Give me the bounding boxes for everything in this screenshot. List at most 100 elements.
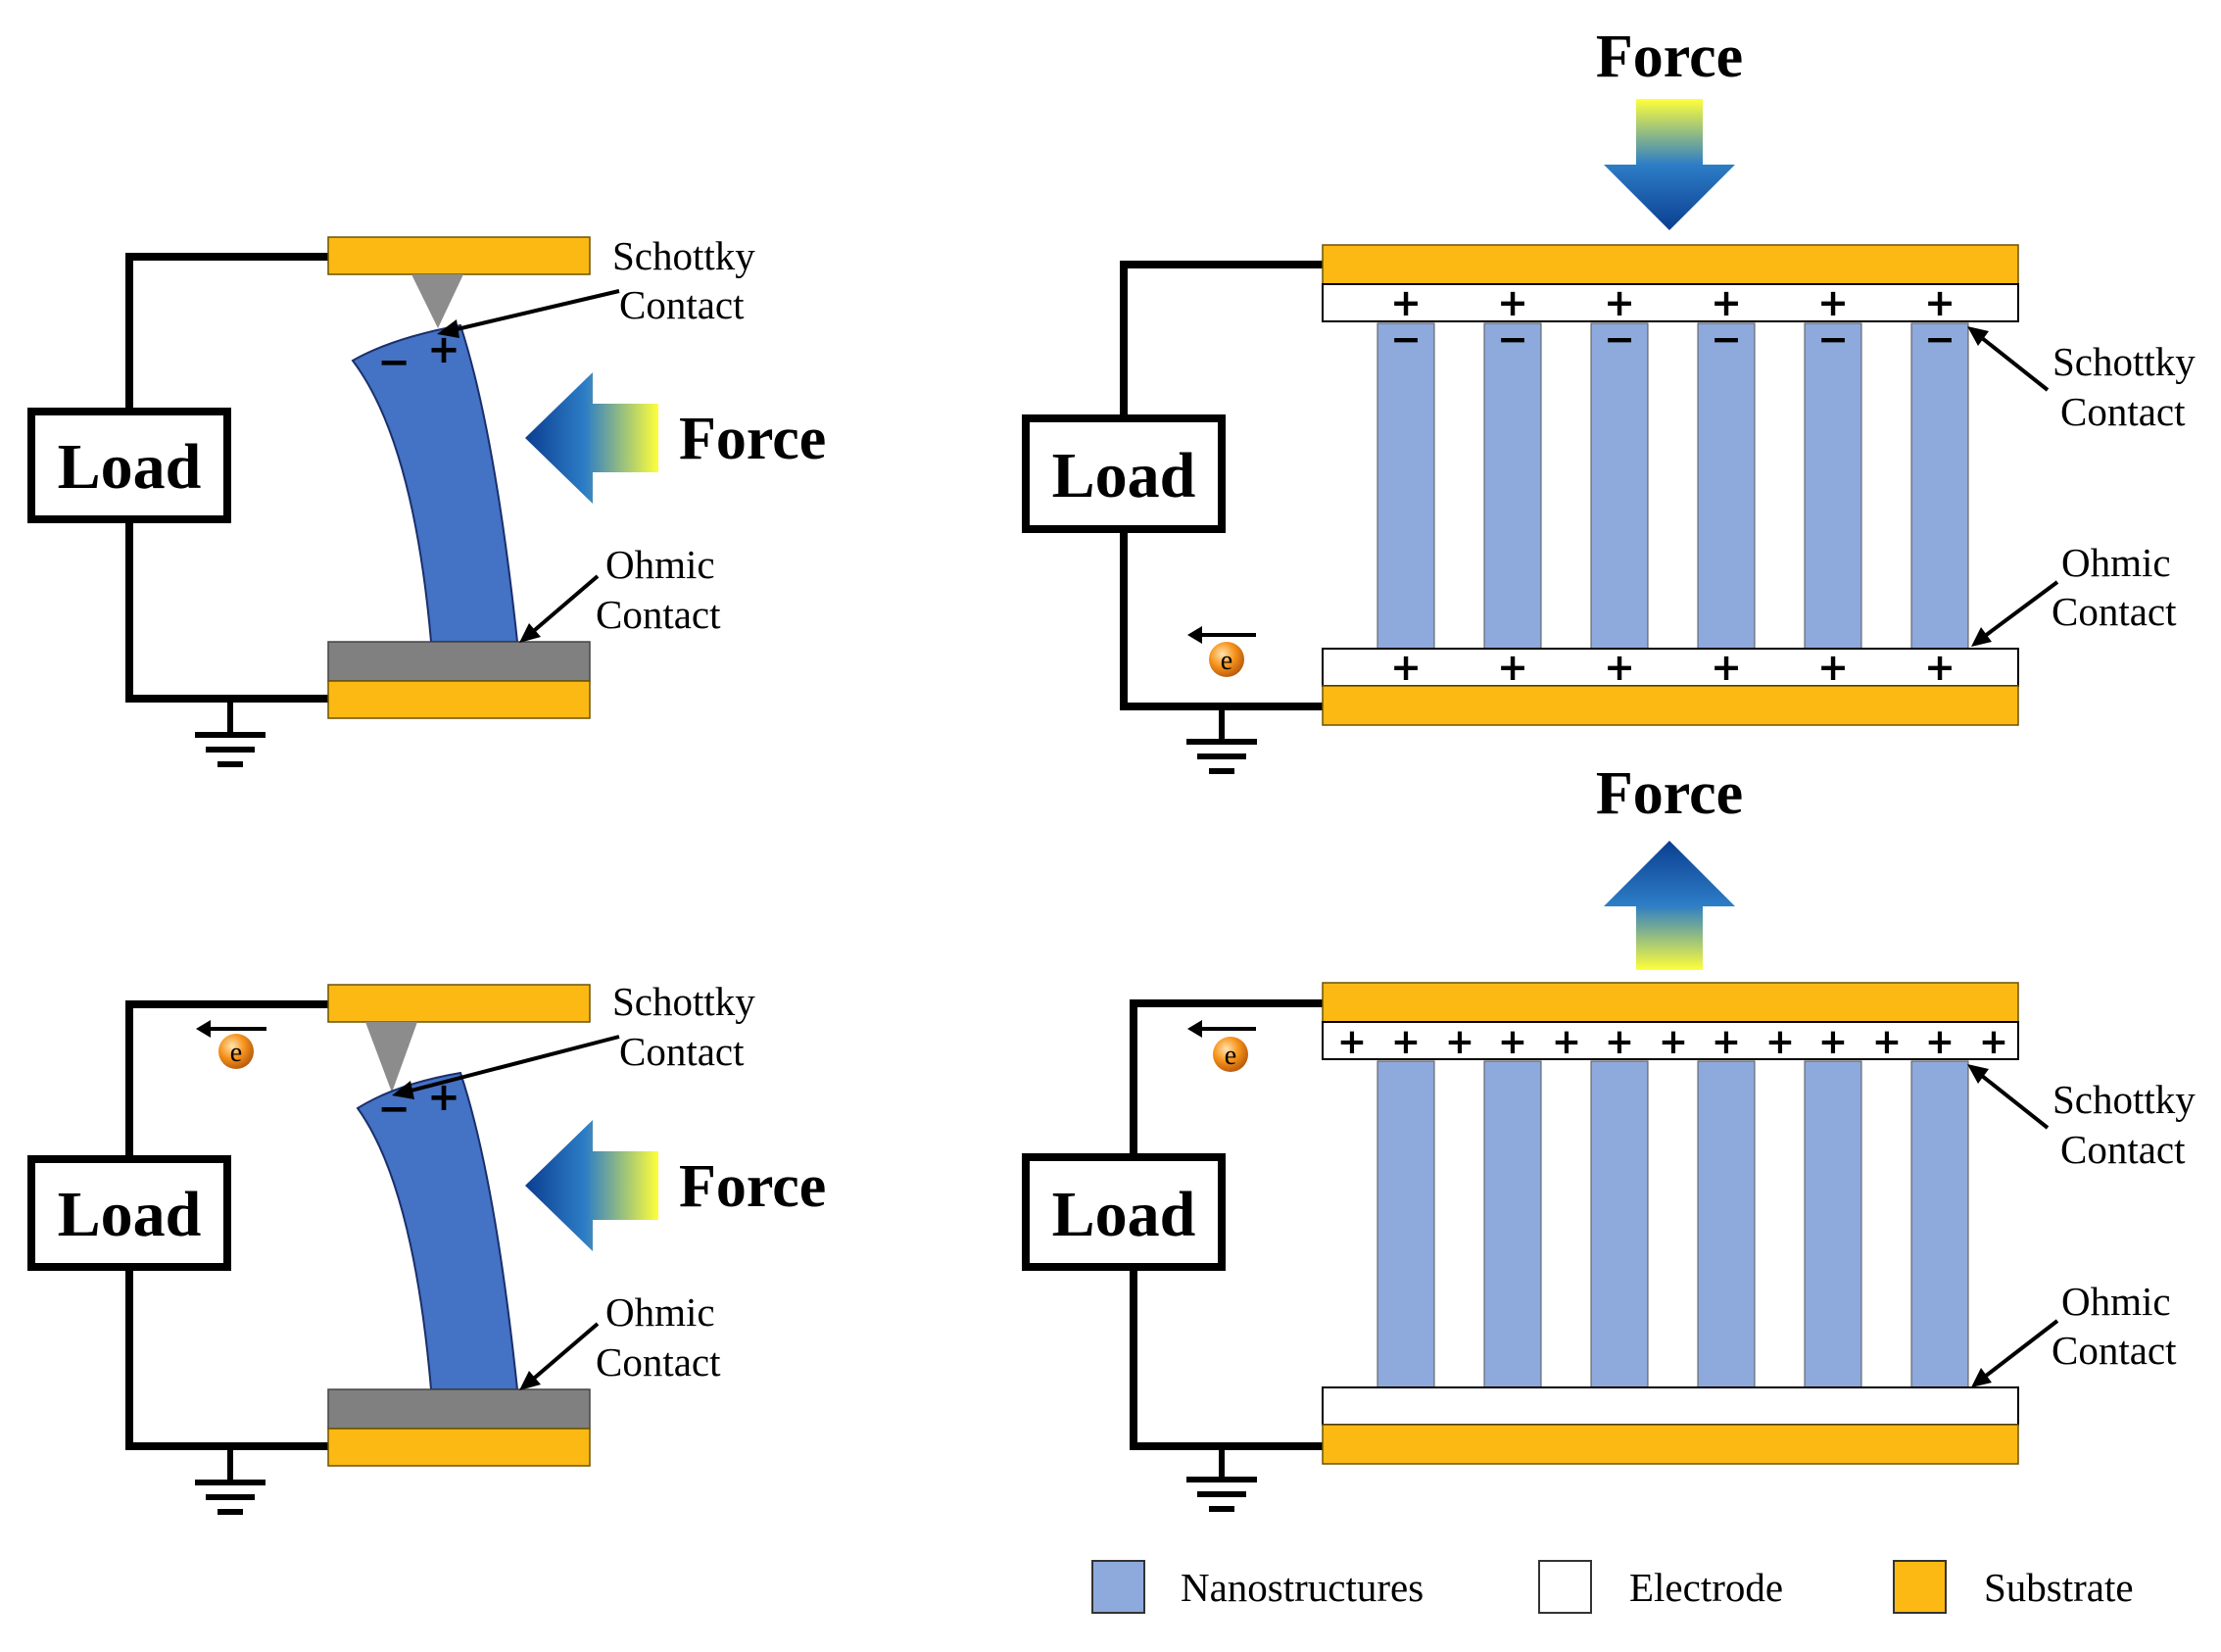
svg-text:+: + bbox=[1445, 1022, 1474, 1062]
schottky-label: Schottky bbox=[2052, 1077, 2196, 1122]
svg-text:+: + bbox=[1337, 1022, 1367, 1062]
circuit-wire bbox=[125, 1267, 328, 1450]
nanostructure bbox=[1590, 322, 1649, 650]
svg-text:+: + bbox=[1605, 1022, 1634, 1062]
afm-tip bbox=[411, 274, 463, 328]
pointer-arrowhead bbox=[1967, 1064, 1989, 1084]
ohmic-label: Ohmic bbox=[2061, 540, 2171, 585]
svg-text:+: + bbox=[1979, 1022, 2008, 1062]
nanostructure bbox=[1376, 1060, 1435, 1388]
ohmic-pointer bbox=[527, 574, 600, 637]
ground-symbol bbox=[195, 1480, 266, 1515]
nanostructure bbox=[1376, 322, 1435, 650]
nanostructure bbox=[1697, 1060, 1756, 1388]
bottom-substrate bbox=[1322, 685, 2019, 726]
svg-text:+: + bbox=[1872, 1022, 1902, 1062]
svg-text:+: + bbox=[1925, 1022, 1955, 1062]
pointer-arrowhead bbox=[519, 623, 541, 643]
legend: Nanostructures Electrode Substrate bbox=[1091, 1560, 2134, 1614]
circuit-wire bbox=[125, 253, 328, 412]
pointer-arrowhead bbox=[519, 1371, 541, 1390]
nanostructure bbox=[1483, 322, 1542, 650]
svg-text:+: + bbox=[1765, 1022, 1795, 1062]
panel-bottom-right: Force Load e +++ +++ bbox=[1022, 760, 2196, 1512]
schottky-label: Schottky bbox=[2052, 339, 2196, 384]
pointer-arrowhead bbox=[392, 1081, 414, 1099]
schottky-label: Schottky bbox=[612, 233, 755, 278]
svg-text:−: − bbox=[1390, 317, 1422, 361]
afm-tip bbox=[365, 1022, 417, 1093]
pointer-arrowhead bbox=[1971, 1368, 1992, 1387]
svg-text:+: + bbox=[1817, 281, 1849, 324]
circuit-wire bbox=[1130, 999, 1323, 1157]
bottom-substrate bbox=[1322, 1424, 2019, 1465]
pointer-arrowhead bbox=[1967, 326, 1989, 346]
svg-text:+: + bbox=[1711, 281, 1742, 324]
pointer-arrowhead bbox=[437, 319, 459, 338]
schottky-pointer bbox=[448, 289, 620, 333]
schottky-label: Contact bbox=[619, 1029, 745, 1074]
nanostructure bbox=[1590, 1060, 1649, 1388]
circuit-wire bbox=[125, 1000, 328, 1159]
load-label: Load bbox=[1052, 1179, 1196, 1250]
svg-text:+: + bbox=[1659, 1022, 1688, 1062]
legend-swatch-electrode bbox=[1538, 1560, 1592, 1614]
top-electrode-charges: +++ +++ +++ +++ + bbox=[1337, 1022, 2008, 1062]
bottom-substrate bbox=[327, 1428, 591, 1467]
electron-icon bbox=[218, 1034, 254, 1069]
force-label: Force bbox=[679, 1153, 826, 1220]
electron-icon bbox=[1213, 1037, 1248, 1072]
nanostructure bbox=[1483, 1060, 1542, 1388]
ohmic-contact bbox=[327, 1388, 591, 1430]
nanostructure bbox=[1804, 1060, 1862, 1388]
current-arrowhead bbox=[1187, 626, 1202, 644]
circuit-wire bbox=[1130, 1267, 1323, 1450]
ground-symbol bbox=[195, 732, 266, 767]
legend-label-nanostructures: Nanostructures bbox=[1181, 1565, 1424, 1610]
current-arrowhead bbox=[196, 1020, 211, 1038]
panel-top-left: Load − + Force Schottky Contact Ohmic Co… bbox=[27, 233, 826, 767]
ohmic-label: Contact bbox=[596, 592, 721, 637]
svg-text:−: − bbox=[1817, 317, 1849, 361]
load-label: Load bbox=[1052, 440, 1196, 511]
legend-label-substrate: Substrate bbox=[1984, 1565, 2134, 1610]
nanostructure bbox=[1804, 322, 1862, 650]
panel-bottom-left: Load e − + Force Schottky Contact Ohmic … bbox=[27, 979, 826, 1515]
schottky-label: Contact bbox=[2060, 389, 2186, 434]
bottom-electrode bbox=[1322, 1386, 2019, 1426]
legend-swatch-substrate bbox=[1893, 1560, 1947, 1614]
electron-label: e bbox=[1225, 1041, 1236, 1071]
svg-text:+: + bbox=[1498, 1022, 1527, 1062]
svg-text:+: + bbox=[1390, 646, 1422, 689]
svg-text:+: + bbox=[1604, 646, 1635, 689]
load-box bbox=[1022, 1153, 1226, 1271]
nanostructure-top-charges: −−− −−− bbox=[1390, 317, 1955, 361]
nanostructure bbox=[1910, 322, 1969, 650]
top-substrate bbox=[327, 984, 591, 1023]
bottom-substrate bbox=[327, 680, 591, 719]
ohmic-contact bbox=[327, 641, 591, 682]
svg-text:+: + bbox=[1712, 1022, 1741, 1062]
top-electrode bbox=[1322, 1021, 2019, 1060]
svg-text:+: + bbox=[1711, 646, 1742, 689]
nanostructure-array bbox=[1376, 322, 1969, 650]
force-arrow bbox=[525, 372, 658, 504]
schottky-label: Contact bbox=[2060, 1127, 2186, 1172]
svg-text:+: + bbox=[1818, 1022, 1848, 1062]
ground-symbol bbox=[1186, 1477, 1257, 1512]
svg-text:+: + bbox=[1817, 646, 1849, 689]
circuit-wire bbox=[125, 519, 328, 703]
schottky-pointer bbox=[1975, 1070, 2050, 1130]
current-arrowhead bbox=[1187, 1020, 1202, 1038]
ohmic-label: Contact bbox=[2052, 1328, 2177, 1373]
schottky-pointer bbox=[1975, 332, 2050, 392]
svg-text:−: − bbox=[1604, 317, 1635, 361]
top-substrate bbox=[1322, 244, 2019, 285]
ohmic-label: Ohmic bbox=[2061, 1279, 2171, 1324]
nanostructure bbox=[1910, 1060, 1969, 1388]
electron-label: e bbox=[230, 1038, 242, 1068]
schottky-label: Schottky bbox=[612, 979, 755, 1024]
bottom-electrode-charges: +++ +++ bbox=[1390, 646, 1955, 689]
svg-text:−: − bbox=[1924, 317, 1955, 361]
ohmic-pointer bbox=[527, 1322, 600, 1385]
